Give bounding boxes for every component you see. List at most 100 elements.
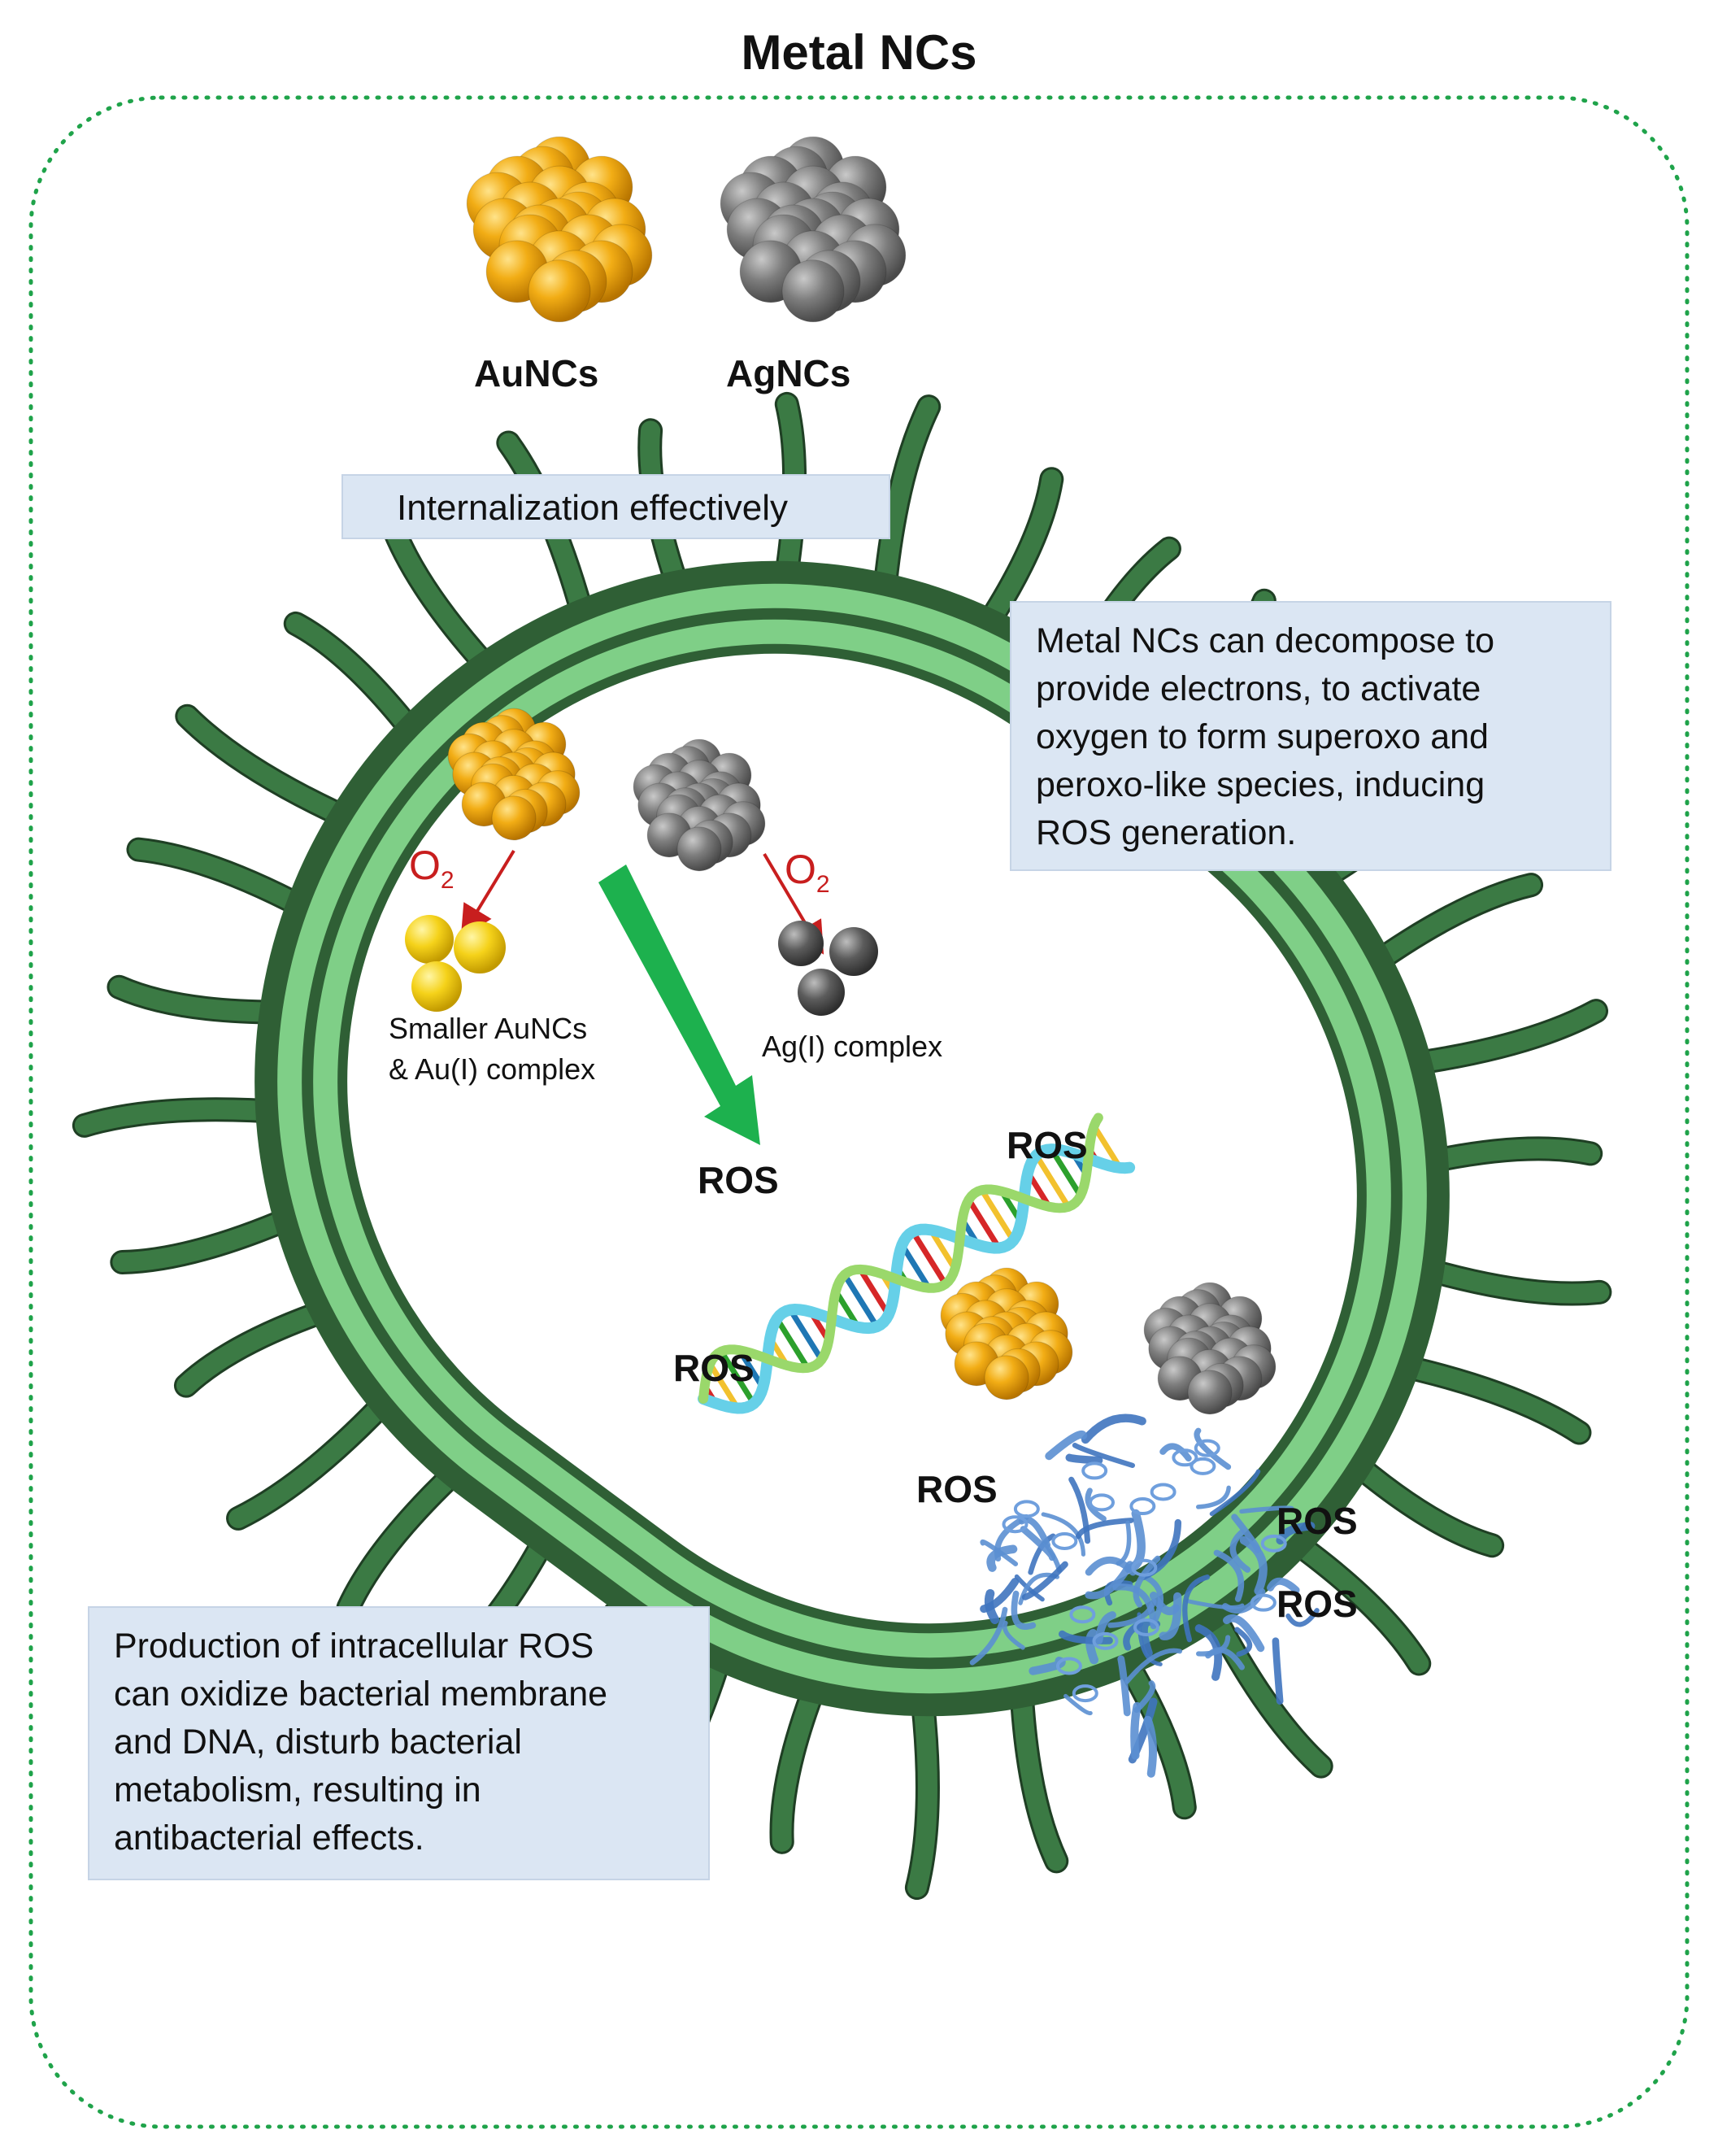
ros-label: ROS <box>916 1468 998 1510</box>
protein-ribbon <box>1267 1577 1300 1594</box>
silver-nanocluster-icon <box>1143 1282 1277 1415</box>
ros-arrow <box>598 865 760 1145</box>
protein-ribbon <box>984 1588 1000 1624</box>
internalization-text: Internalization effectively <box>397 488 789 528</box>
gold-nanocluster-icon <box>447 708 581 841</box>
protein-ribbon <box>1045 1431 1088 1461</box>
protein-ribbon <box>1116 1520 1132 1566</box>
o2-label-ag: O2 <box>785 846 830 899</box>
protein-ribbon <box>980 1540 1019 1566</box>
ros-label: ROS <box>1277 1583 1358 1625</box>
protein-helix <box>1072 1684 1098 1703</box>
protein-ribbon <box>1229 1529 1251 1573</box>
dna-strand <box>698 1143 1136 1414</box>
effect-line: metabolism, resulting in <box>114 1771 481 1810</box>
protein-ribbon <box>1041 1512 1086 1557</box>
silver-nanocluster-icon <box>720 136 907 323</box>
protein-ribbon <box>1020 1526 1056 1561</box>
au-product-line: Smaller AuNCs <box>389 1012 588 1045</box>
protein-ribbon <box>1112 1583 1157 1630</box>
ros-label: ROS <box>698 1159 779 1201</box>
protein-ribbon <box>1011 1590 1037 1630</box>
protein-ribbon <box>1085 1557 1137 1576</box>
protein-helix <box>1150 1483 1177 1501</box>
protein-ribbon <box>1194 1427 1232 1470</box>
protein-ribbon <box>1130 1701 1142 1760</box>
protein-helix <box>1055 1657 1082 1675</box>
mechanism-line: peroxo-like species, inducing <box>1036 765 1485 804</box>
protein-ribbon <box>1063 1693 1093 1716</box>
dna-base-pair <box>719 1349 757 1405</box>
protein-ribbon <box>1213 1549 1245 1602</box>
dna-base-pair <box>788 1308 824 1361</box>
protein-ribbon <box>1239 1535 1268 1596</box>
au-decompose-arrow <box>460 849 515 939</box>
protein-helix <box>1131 1558 1158 1577</box>
protein-ribbon <box>1159 1592 1182 1640</box>
dna-base-pair <box>979 1188 1016 1243</box>
protein-ribbon <box>1117 1655 1131 1717</box>
gold-nanocluster-icon <box>940 1267 1073 1400</box>
protein-ribbon <box>1068 1476 1091 1544</box>
internalization-box: Internalization effectively <box>341 474 890 539</box>
protein-ribbon <box>986 1544 1018 1572</box>
dna-base-pair <box>842 1273 880 1328</box>
cluster-atom <box>1187 1370 1233 1415</box>
ag-label: AgNCs <box>726 352 851 394</box>
ag-product-label: Ag(I) complex <box>762 1030 943 1063</box>
protein-helix <box>1133 1618 1159 1636</box>
protein-ribbon <box>1285 1608 1320 1627</box>
dna-base-pair <box>966 1198 1002 1250</box>
effect-box: Production of intracellular ROS can oxid… <box>88 1606 710 1880</box>
protein-helix <box>1089 1493 1116 1512</box>
protein-ribbon <box>1065 1453 1103 1465</box>
ros-label: ROS <box>673 1347 755 1389</box>
o2-subscript: 2 <box>816 871 830 898</box>
mechanism-line: provide electrons, to activate <box>1036 669 1481 708</box>
protein-ribbon <box>1185 1599 1245 1609</box>
protein-ribbon <box>1223 1614 1265 1653</box>
page-title: Metal NCs <box>741 25 977 80</box>
ag-complex-particles <box>778 921 878 1016</box>
dna-base-pair <box>910 1230 948 1286</box>
effect-line: can oxidize bacterial membrane <box>114 1675 608 1714</box>
protein-helix <box>1092 1631 1119 1650</box>
protein-helix <box>1051 1531 1078 1550</box>
protein-ribbon <box>1234 1627 1253 1657</box>
o2-subscript: 2 <box>440 867 455 894</box>
protein-helix <box>1250 1593 1277 1612</box>
protein-helix <box>1129 1497 1156 1516</box>
dna-base-pair <box>899 1243 932 1290</box>
protein-helix <box>1194 1439 1220 1457</box>
ros-label: ROS <box>1277 1500 1358 1542</box>
protein-ribbon <box>1142 1574 1164 1627</box>
mechanism-line: ROS generation. <box>1036 813 1297 852</box>
protein-helix <box>1013 1500 1040 1518</box>
effect-line: and DNA, disturb bacterial <box>114 1723 522 1762</box>
protein-structure-icon <box>969 1413 1320 1778</box>
mechanism-line: oxygen to form superoxo and <box>1036 717 1489 756</box>
protein-ribbon <box>1124 1648 1183 1684</box>
cluster-atom <box>528 259 591 323</box>
protein-ribbon <box>1272 1637 1284 1705</box>
protein-ribbon <box>1072 1443 1136 1469</box>
dna-base-pair <box>1091 1124 1123 1169</box>
protein-helix <box>1260 1534 1287 1553</box>
protein-ribbon <box>1123 1620 1144 1651</box>
gold-nanocluster-icon <box>466 136 653 323</box>
dna-helix-icon <box>698 1113 1136 1414</box>
protein-helix <box>1190 1457 1216 1475</box>
protein-helix <box>1069 1605 1096 1624</box>
protein-ribbon <box>1209 1469 1261 1517</box>
effect-line: Production of intracellular ROS <box>114 1627 594 1666</box>
protein-ribbon <box>1107 1598 1157 1628</box>
protein-ribbon <box>1058 1630 1113 1644</box>
dna-base-pair <box>1033 1153 1071 1209</box>
silver-nanocluster-icon <box>633 738 766 872</box>
protein-ribbon <box>1003 1620 1025 1650</box>
protein-ribbon <box>1196 1635 1231 1657</box>
au-label: AuNCs <box>474 352 599 394</box>
o2-symbol: O <box>785 847 816 892</box>
smaller-aunc-particles <box>405 915 506 1012</box>
protein-ribbon <box>1182 1575 1211 1643</box>
